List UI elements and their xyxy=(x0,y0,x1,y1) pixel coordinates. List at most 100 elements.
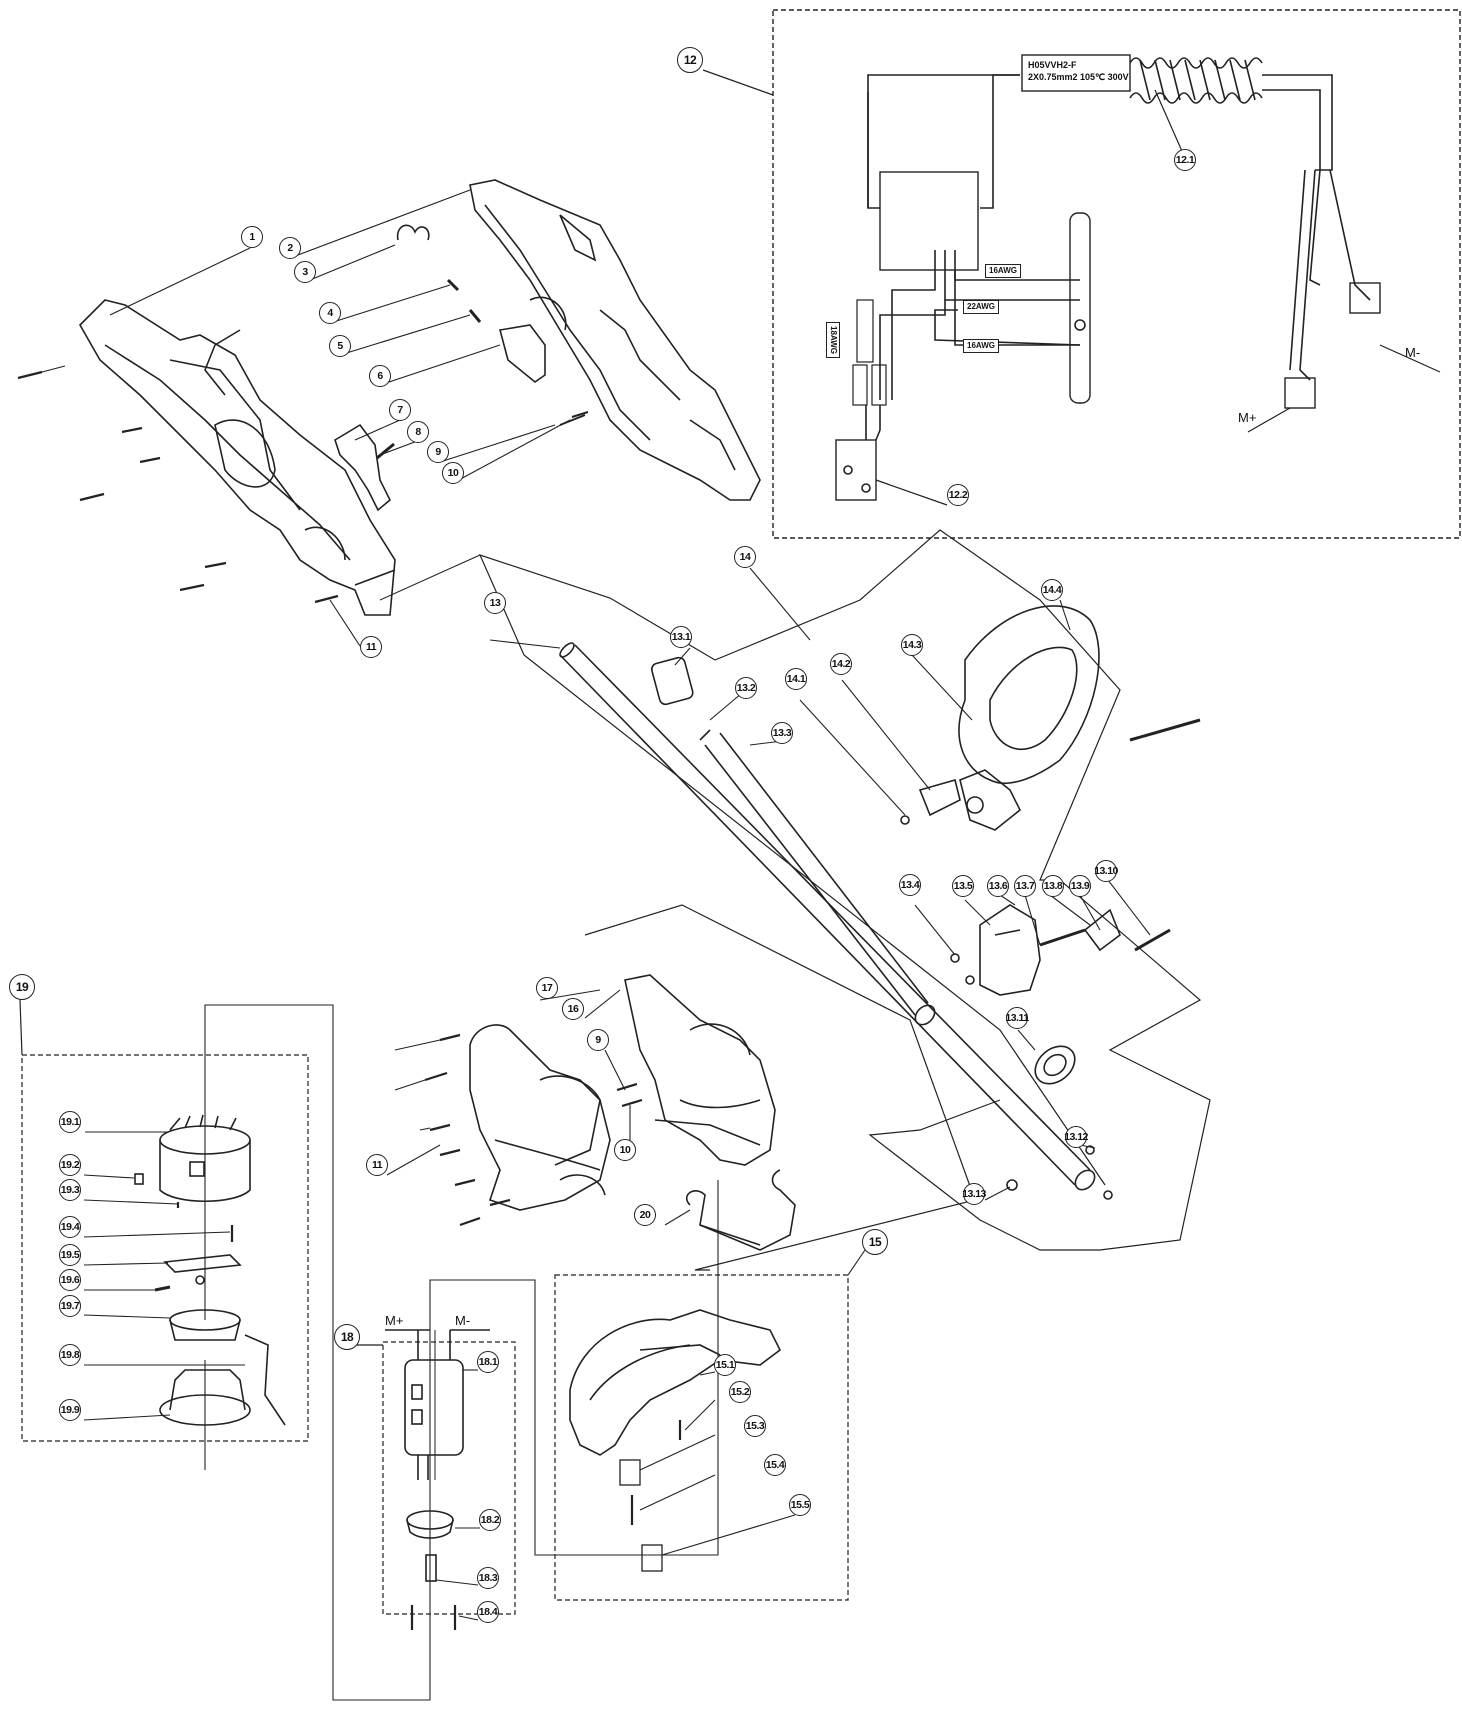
part-label-15-5: 15.5 xyxy=(789,1494,811,1516)
cable-spec-box: H05VVH2-F 2X0.75mm2 105℃ 300V xyxy=(1024,57,1133,85)
misc-leaders xyxy=(489,567,1151,1226)
motor-frame xyxy=(355,1341,516,1615)
part-label-12-1: 12.1 xyxy=(1174,149,1196,171)
part-label-8: 8 xyxy=(407,421,429,443)
part-label-15: 15 xyxy=(862,1229,888,1255)
part-label-10b: 10 xyxy=(614,1139,636,1161)
wire-tag-18awg: 18AWG xyxy=(826,322,840,359)
part-label-19-1: 19.1 xyxy=(59,1111,81,1133)
part-label-18: 18 xyxy=(334,1324,360,1350)
part-label-1: 1 xyxy=(241,226,263,248)
part-label-19-7: 19.7 xyxy=(59,1295,81,1317)
part-label-15-3: 15.3 xyxy=(744,1415,766,1437)
wire-bracket xyxy=(685,1169,796,1251)
shaft-clamp-parts xyxy=(950,904,1171,996)
part-label-19-3: 19.3 xyxy=(59,1179,81,1201)
terminal-m-minus-wiring: M- xyxy=(1405,345,1421,360)
motor-housing-frame xyxy=(584,904,976,1271)
part-label-15-4: 15.4 xyxy=(764,1454,786,1476)
part-label-13-4: 13.4 xyxy=(899,874,921,896)
part-label-20: 20 xyxy=(634,1204,656,1226)
part-label-14-1: 14.1 xyxy=(785,668,807,690)
part-label-17: 17 xyxy=(536,977,558,999)
part-label-15-1: 15.1 xyxy=(714,1354,736,1376)
part-label-19-2: 19.2 xyxy=(59,1154,81,1176)
left-housing-half xyxy=(79,299,396,616)
guard-frame xyxy=(554,1274,849,1601)
part-label-2: 2 xyxy=(279,237,301,259)
part-label-13-8: 13.8 xyxy=(1042,875,1064,897)
cable-spec-line2: 2X0.75mm2 105℃ 300V xyxy=(1028,72,1129,82)
part-label-19: 19 xyxy=(9,974,35,1000)
motor-housing-screws xyxy=(424,1033,643,1227)
part-label-13-9: 13.9 xyxy=(1069,875,1091,897)
part-label-14-4: 14.4 xyxy=(1041,579,1063,601)
part-label-12-2: 12.2 xyxy=(947,484,969,506)
part-label-13-12: 13.12 xyxy=(1064,1126,1088,1148)
cable-spec-line1: H05VVH2-F xyxy=(1028,60,1077,70)
terminal-m-plus-wiring: M+ xyxy=(1238,410,1257,425)
coiled-cable xyxy=(1129,57,1263,104)
part-label-13-7: 13.7 xyxy=(1014,875,1036,897)
part-label-11: 11 xyxy=(360,636,382,658)
part-label-18-3: 18.3 xyxy=(477,1567,499,1589)
spool-leaders xyxy=(83,1131,245,1421)
part-label-19-5: 19.5 xyxy=(59,1244,81,1266)
spool-frame xyxy=(19,999,309,1442)
part-label-5: 5 xyxy=(329,335,351,357)
main-shaft-tube xyxy=(559,642,1096,1191)
inner-tube xyxy=(699,729,936,1026)
connector-dashes xyxy=(204,1004,719,1701)
motor-housing-half-right xyxy=(624,974,776,1166)
part-label-14-3: 14.3 xyxy=(901,634,923,656)
part-label-13-1: 13.1 xyxy=(670,626,692,648)
guard-body xyxy=(569,1309,782,1572)
motor-parts xyxy=(385,1329,490,1630)
part-label-9: 9 xyxy=(427,441,449,463)
part-label-15-2: 15.2 xyxy=(729,1381,751,1403)
sleeve xyxy=(650,656,694,706)
part-label-18-2: 18.2 xyxy=(479,1509,501,1531)
motor-housing-half-left xyxy=(469,1024,611,1211)
part-label-13-5: 13.5 xyxy=(952,875,974,897)
part-label-13: 13 xyxy=(484,592,506,614)
part-label-4: 4 xyxy=(319,302,341,324)
wire-tag-16awg-b: 16AWG xyxy=(963,339,1000,353)
part-label-9b: 9 xyxy=(587,1029,609,1051)
wiring-diagram-frame xyxy=(702,9,1461,539)
part-label-10: 10 xyxy=(442,462,464,484)
terminal-m-plus-motor: M+ xyxy=(385,1313,404,1328)
part-label-18-1: 18.1 xyxy=(477,1351,499,1373)
leader-lines-top xyxy=(109,189,571,647)
part-label-14-2: 14.2 xyxy=(830,653,852,675)
part-label-7: 7 xyxy=(389,399,411,421)
spool-parts xyxy=(134,1114,286,1426)
part-label-19-6: 19.6 xyxy=(59,1269,81,1291)
part-label-19-9: 19.9 xyxy=(59,1399,81,1421)
micro-switch xyxy=(835,405,881,501)
auxiliary-handle xyxy=(900,605,1201,831)
shaft-assembly-frame xyxy=(478,529,1211,1251)
shaft-collar xyxy=(1006,1045,1113,1200)
part-label-6: 6 xyxy=(369,365,391,387)
part-label-16: 16 xyxy=(562,998,584,1020)
part-label-14: 14 xyxy=(734,546,756,568)
wire-tag-16awg-a: 16AWG xyxy=(985,264,1022,278)
part-label-19-4: 19.4 xyxy=(59,1216,81,1238)
housing-screws xyxy=(17,370,339,604)
part-label-13-3: 13.3 xyxy=(771,722,793,744)
terminal-m-minus-motor: M- xyxy=(455,1313,471,1328)
part-label-13-11: 13.11 xyxy=(1005,1007,1029,1029)
right-housing-half xyxy=(469,179,761,501)
part-label-3: 3 xyxy=(294,261,316,283)
wire-tag-22awg: 22AWG xyxy=(963,300,1000,314)
part-label-13-13: 13.13 xyxy=(962,1183,986,1205)
part-label-19-8: 19.8 xyxy=(59,1344,81,1366)
part-label-13-10: 13.10 xyxy=(1094,860,1118,882)
part-label-18-4: 18.4 xyxy=(477,1601,499,1623)
part-label-13-6: 13.6 xyxy=(987,875,1009,897)
part-label-11b: 11 xyxy=(366,1154,388,1176)
part-label-13-2: 13.2 xyxy=(735,677,757,699)
part-label-12: 12 xyxy=(677,47,703,73)
